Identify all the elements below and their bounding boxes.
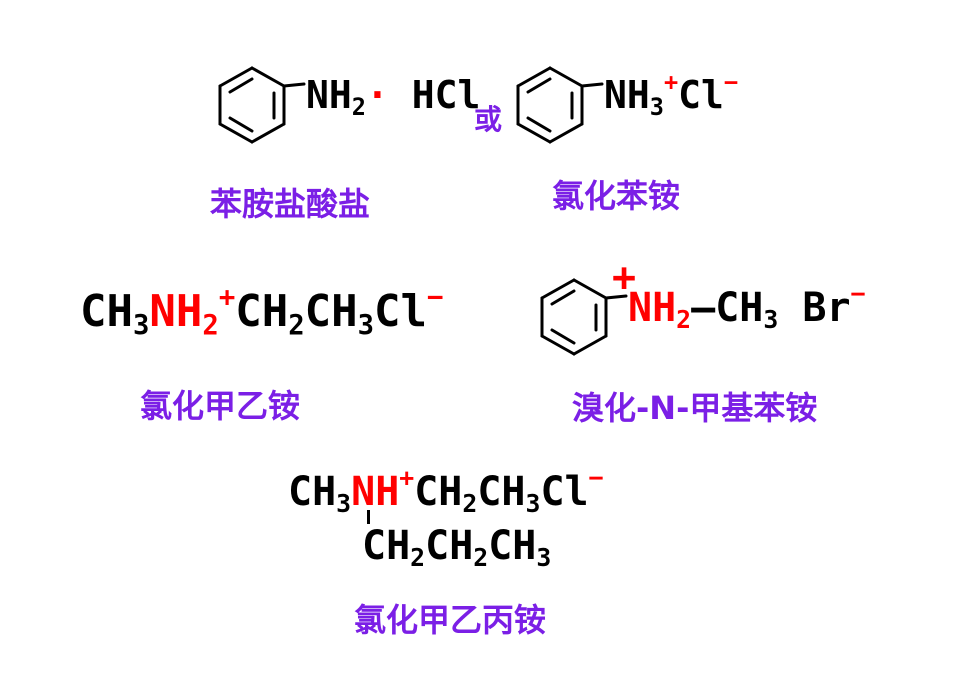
f2-sub: 3 [649,92,664,121]
f5-sub-1: 3 [336,488,352,518]
f5-ch3: CH [477,469,526,515]
f5-nh: NH [351,469,400,515]
formula-ethylmethylammonium-chloride: CH3NH2+CH2CH3Cl− [80,283,443,338]
formula-n-methylanilinium-bromide: NH2—CH3 Br− [628,282,866,332]
f3-sub-4: 3 [357,309,375,341]
f2-cl: Cl [678,73,724,117]
label-ethylmethylammonium-chloride: 氯化甲乙铵 [140,387,301,425]
label-aniline-hydrochloride: 苯胺盐酸盐 [210,185,371,223]
f3-ch2: CH [235,286,289,337]
f4-br: Br [802,285,851,331]
f3-sub-2: 2 [202,309,219,341]
f5-q2-sub: 2 [473,542,489,572]
f5-cl: Cl [540,469,589,515]
f3-minus: − [427,281,444,313]
f2-plus: + [663,68,679,97]
f3-sub-1: 3 [132,309,150,341]
formula-anilinium-chloride: NH3+Cl− [604,71,738,119]
connector-or: 或 [474,103,503,136]
f1-amine: NH [306,73,352,117]
f5-sub-3: 3 [525,488,541,518]
f5-q1-sub: 2 [410,542,426,572]
f4-plus: + [612,255,637,301]
label-anilinium-chloride: 氯化苯铵 [552,177,681,215]
f1-sub: 2 [351,92,366,121]
f4-sub-1: 2 [676,304,692,334]
f3-nh: NH [149,286,203,337]
f4-minus: − [850,279,866,309]
f5-q3-sub: 3 [536,542,552,572]
f2-amine: NH [604,73,650,117]
f4-nh: NH [628,285,677,331]
f5-minus: − [588,463,604,493]
label-ethylmethylpropylammonium-chloride: 氯化甲乙丙铵 [354,601,547,639]
f5-bond [367,510,370,524]
f5-ch: CH [288,469,337,515]
f4-ch: —CH [691,285,764,331]
f4-sub-2: 3 [763,304,779,334]
f3-plus: + [218,281,236,313]
f5-q2: CH [425,523,474,569]
f3-ch: CH [80,286,133,337]
formula-propyl-chain: CH2CH2CH3 [362,523,551,570]
f5-plus: + [399,463,415,493]
f2-minus: − [723,68,739,97]
benzene-ring-1 [218,66,306,144]
formula-aniline-hcl: NH2· HCl [306,73,481,118]
f5-q3: CH [488,523,537,569]
f1-dot: · [365,73,389,117]
formula-ethylmethylpropylammonium-chloride: CH3NH+CH2CH3Cl− [288,466,604,516]
benzene-ring-3 [540,278,628,356]
benzene-ring-2 [516,66,604,144]
f3-ch3: CH [304,286,358,337]
f5-q1: CH [362,523,411,569]
f5-ch2: CH [414,469,463,515]
label-n-methylanilinium-bromide: 溴化-N-甲基苯铵 [572,389,818,427]
f1-hcl: HCl [411,73,481,117]
f3-cl: Cl [374,286,428,337]
f5-sub-2: 2 [462,488,478,518]
f3-sub-3: 2 [288,309,305,341]
